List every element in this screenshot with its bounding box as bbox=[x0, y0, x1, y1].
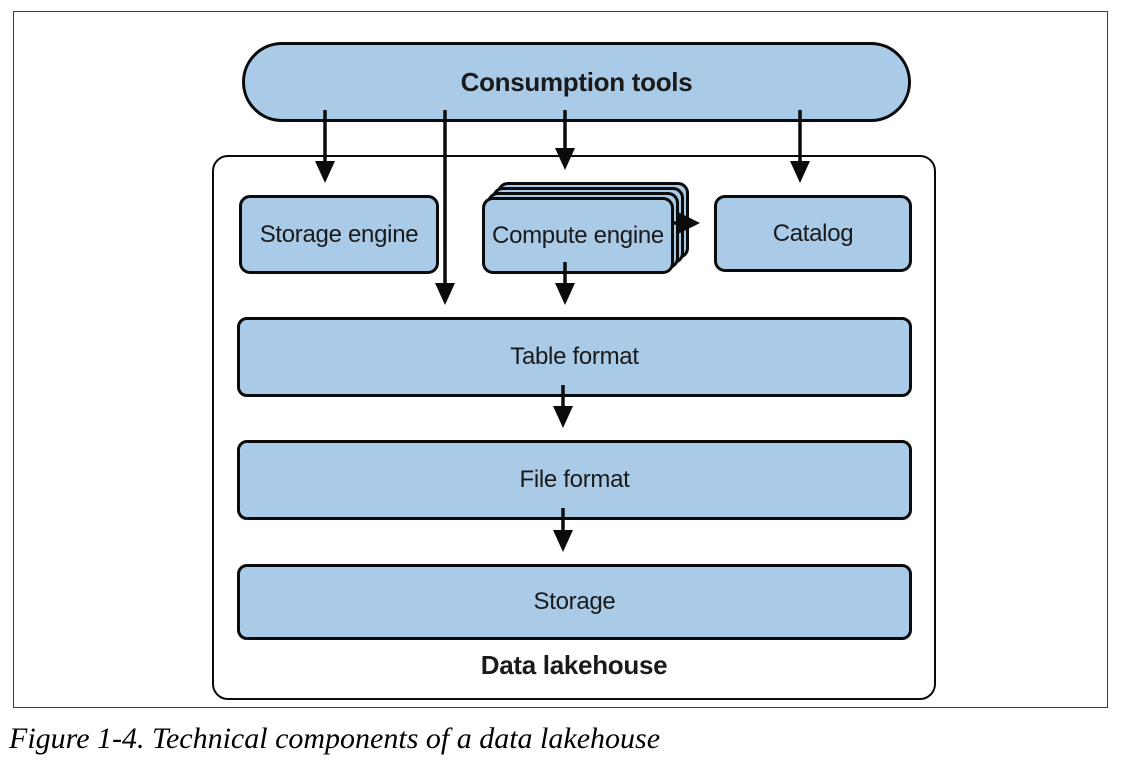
node-consumption-tools: Consumption tools bbox=[242, 42, 911, 122]
data-lakehouse-label: Data lakehouse bbox=[480, 650, 668, 680]
node-storage: Storage bbox=[237, 564, 912, 640]
node-catalog: Catalog bbox=[714, 195, 912, 272]
node-storage-engine-label: Storage engine bbox=[259, 220, 419, 248]
node-storage-label: Storage bbox=[533, 588, 616, 615]
node-table-format: Table format bbox=[237, 317, 912, 397]
node-file-format-label: File format bbox=[519, 466, 630, 493]
node-storage-engine: Storage engine bbox=[239, 195, 439, 274]
node-file-format: File format bbox=[237, 440, 912, 520]
node-compute-engine: Compute engine bbox=[482, 197, 674, 274]
figure-caption: Figure 1-4. Technical components of a da… bbox=[9, 722, 661, 755]
node-compute-engine-label: Compute engine bbox=[492, 221, 664, 249]
node-table-format-label: Table format bbox=[510, 343, 639, 370]
node-consumption-tools-label: Consumption tools bbox=[460, 66, 693, 97]
node-catalog-label: Catalog bbox=[772, 219, 854, 247]
figure-frame: Consumption tools Storage engine Compute… bbox=[13, 11, 1108, 708]
